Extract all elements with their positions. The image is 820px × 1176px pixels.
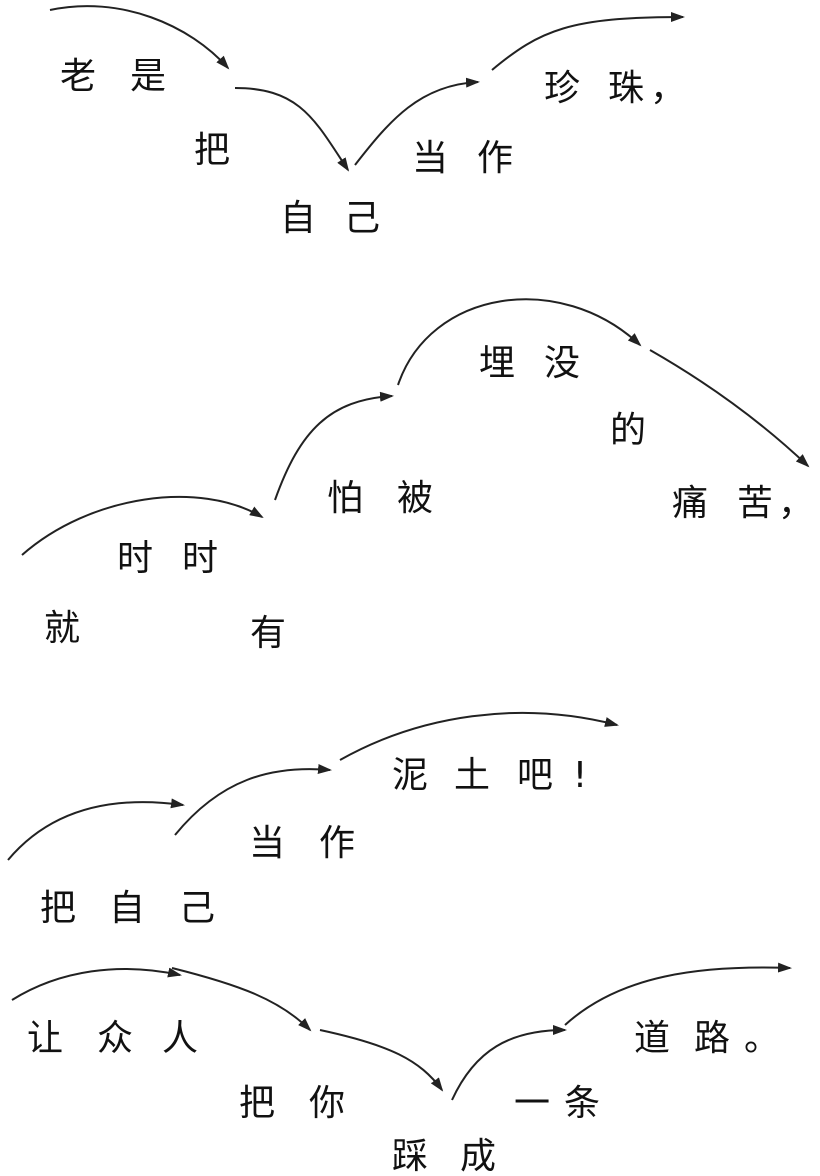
- arrow: [451, 1025, 567, 1101]
- word: 被: [397, 478, 433, 519]
- word: ，: [778, 483, 814, 524]
- arrow: [49, 5, 230, 70]
- word: 就: [44, 608, 80, 649]
- arrow: [339, 711, 619, 761]
- word: 道: [634, 1018, 670, 1059]
- word: 怕: [327, 478, 363, 519]
- word: 条: [564, 1083, 600, 1124]
- arrow: [564, 962, 792, 1026]
- word: 作: [477, 138, 513, 179]
- word: 自: [280, 198, 316, 239]
- word: 当: [412, 138, 448, 179]
- arrow: [274, 391, 394, 501]
- word: 没: [544, 343, 580, 384]
- arrow: [21, 495, 264, 556]
- word: 珠: [608, 68, 644, 109]
- word: 痛: [672, 483, 708, 524]
- word: 踩: [392, 1136, 428, 1176]
- word: 时: [117, 538, 153, 579]
- word: 人: [162, 1018, 198, 1059]
- stanza-2: 就 时 时 有 怕 被 埋 没 的 痛 苦 ，: [21, 298, 814, 654]
- word: 当: [249, 823, 285, 864]
- word: 路: [694, 1018, 730, 1059]
- arrow: [354, 77, 480, 166]
- word: 时: [182, 538, 218, 579]
- word: 让: [27, 1018, 63, 1059]
- arrow: [174, 764, 332, 836]
- word: 。: [744, 1018, 780, 1059]
- word: 珍: [544, 68, 580, 109]
- word: 有: [250, 613, 286, 654]
- word: 一: [514, 1083, 550, 1124]
- word: ，: [650, 68, 686, 109]
- arrow: [7, 798, 185, 861]
- word: 土: [454, 755, 490, 796]
- word: !: [573, 755, 587, 796]
- arrow: [11, 967, 182, 1001]
- word: 自: [109, 888, 145, 929]
- word: 泥: [392, 755, 428, 796]
- arrow: [171, 967, 312, 1032]
- word: 是: [130, 56, 166, 97]
- word: 成: [460, 1136, 496, 1176]
- stanza-1: 老 是 把 自 己 当 作 珍 珠 ，: [49, 5, 686, 239]
- arrow: [319, 1029, 444, 1092]
- word: 埋: [479, 343, 515, 384]
- word: 吧: [517, 755, 553, 796]
- word: 己: [344, 198, 380, 239]
- arrow: [397, 298, 642, 386]
- arrow: [649, 349, 810, 468]
- word: 的: [610, 410, 646, 451]
- word: 把: [239, 1083, 275, 1124]
- word: 把: [194, 130, 230, 171]
- arrow: [491, 12, 685, 71]
- stanza-4: 让 众 人 把 你 踩 成 一 条 道 路 。: [11, 962, 792, 1176]
- stanza-3: 把 自 己 当 作 泥 土 吧 !: [7, 711, 619, 929]
- word: 苦: [737, 483, 773, 524]
- word: 己: [179, 888, 215, 929]
- word: 作: [319, 823, 355, 864]
- arrow: [234, 87, 350, 172]
- word: 众: [97, 1018, 133, 1059]
- word: 把: [40, 888, 76, 929]
- word: 你: [309, 1083, 345, 1124]
- word: 老: [60, 56, 96, 97]
